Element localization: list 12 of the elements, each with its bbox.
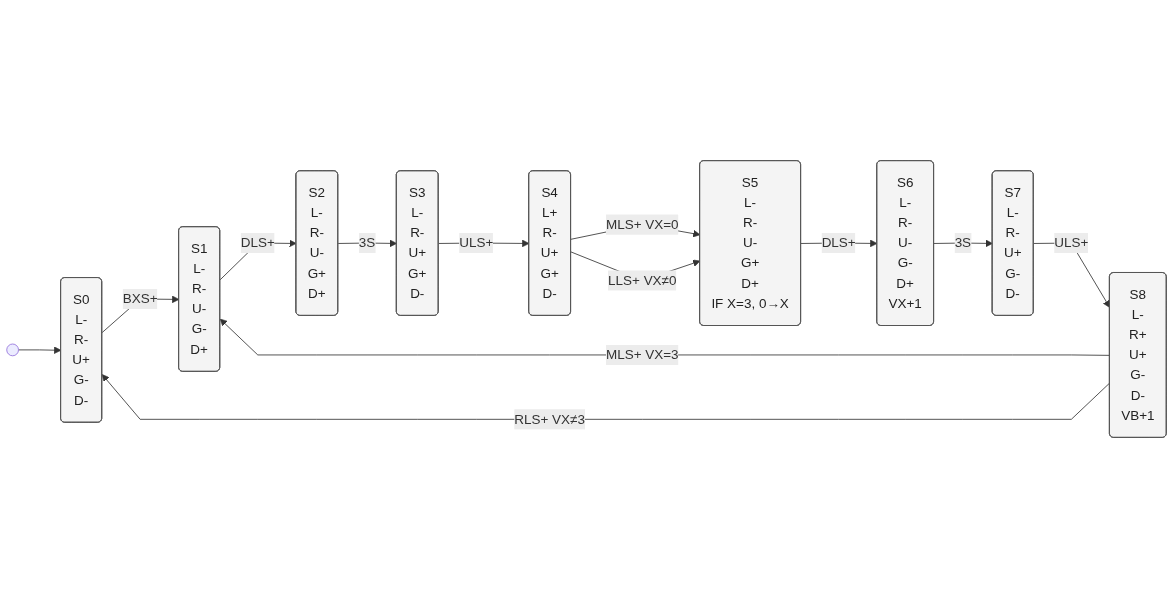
edge-label: ULS+ xyxy=(1054,235,1089,250)
node-circle xyxy=(6,343,19,357)
edge-label: MLS+ VX=3 xyxy=(605,347,679,362)
edge-label: DLS+ xyxy=(240,235,275,250)
edge-label: DLS+ xyxy=(821,235,856,250)
edge-label: RLS+ VX≠3 xyxy=(514,411,585,427)
edge-label: 3S xyxy=(358,235,376,250)
edge-label: BXS+ xyxy=(122,291,158,306)
edge-label: MLS+ VX=0 xyxy=(605,216,679,232)
edge-label: 3S xyxy=(954,235,972,250)
edge-label: LLS+ VX≠0 xyxy=(608,272,677,288)
edge-label: ULS+ xyxy=(459,235,494,250)
